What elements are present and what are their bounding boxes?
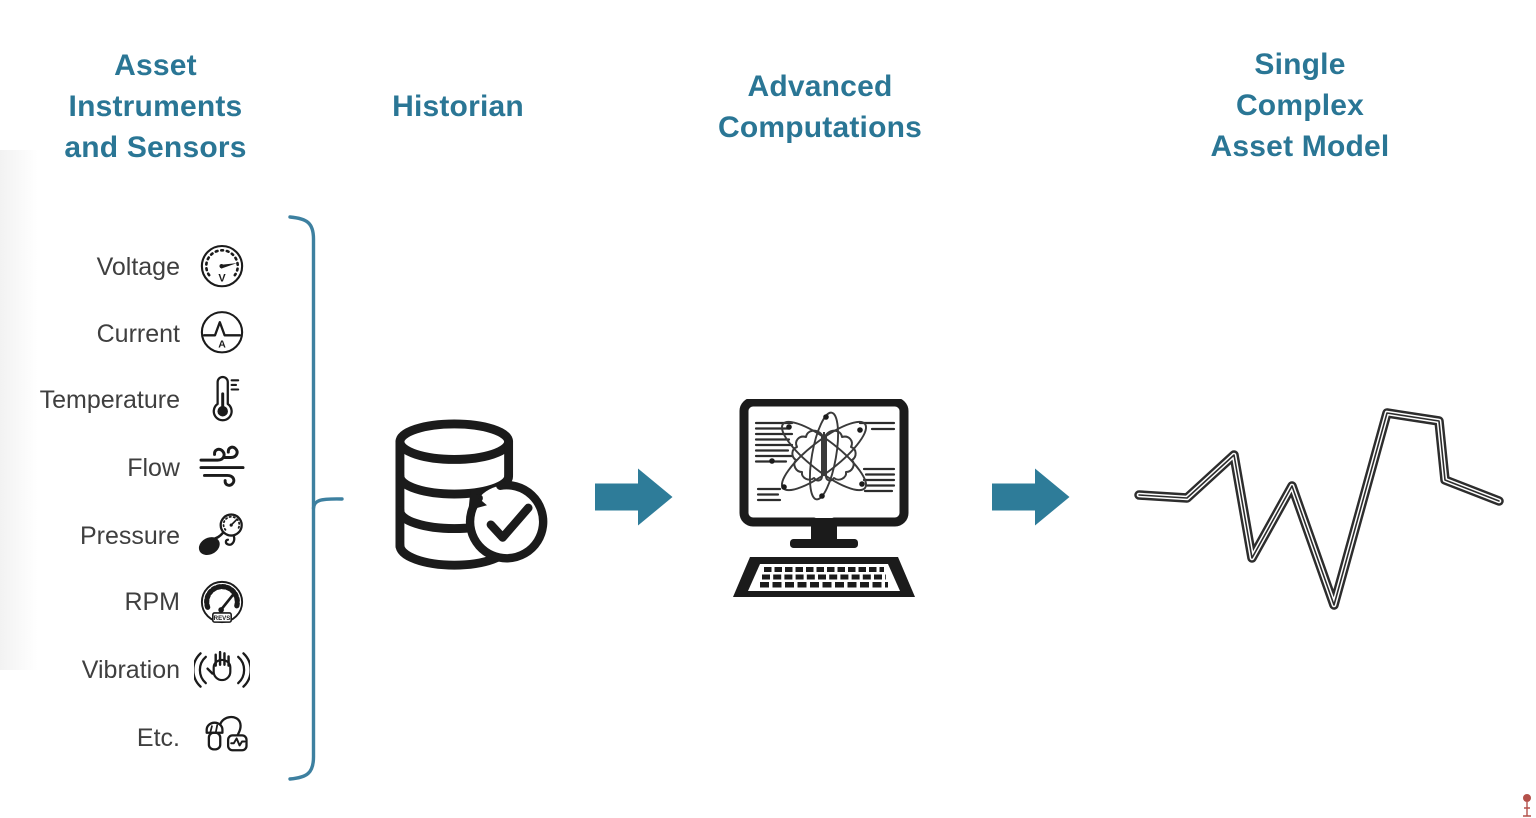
title-historian: Historian bbox=[392, 90, 524, 123]
rpm-gauge-label: REVS bbox=[214, 615, 231, 622]
sensor-label: Etc. bbox=[136, 723, 180, 752]
title-advanced-computations: Advanced Computations bbox=[717, 70, 923, 144]
sensor-label: Pressure bbox=[79, 521, 180, 550]
historian-database-icon bbox=[395, 419, 548, 570]
sensor-row-vibration: Vibration bbox=[14, 641, 250, 699]
voltage-unit-letter: V bbox=[218, 272, 226, 284]
sensor-row-voltage: Voltage V bbox=[14, 238, 250, 296]
title-single-complex-asset-model: Single Complex Asset Model bbox=[1210, 48, 1390, 163]
computer-ai-brain-icon bbox=[733, 399, 915, 597]
current-unit-letter: A bbox=[218, 339, 226, 351]
flow-arrow-right-icon bbox=[595, 468, 673, 526]
flow-wind-icon bbox=[199, 445, 245, 487]
current-meter-icon: A bbox=[200, 311, 244, 354]
flow-arrow-right-icon bbox=[992, 468, 1070, 526]
sensor-row-etc: Etc. bbox=[14, 709, 250, 767]
etc-sensor-probe-icon bbox=[205, 715, 248, 752]
voltage-gauge-icon: V bbox=[200, 244, 244, 288]
sensor-row-flow: Flow bbox=[14, 439, 250, 497]
sensor-label: Flow bbox=[127, 453, 180, 482]
sensor-label: Current bbox=[96, 319, 180, 348]
sensor-row-pressure: Pressure bbox=[14, 507, 250, 565]
sensor-row-rpm: RPM REVS bbox=[14, 573, 250, 631]
pressure-gauge-icon bbox=[198, 513, 243, 556]
asset-model-waveform bbox=[1134, 408, 1504, 610]
thermometer-icon bbox=[212, 375, 240, 422]
sensor-row-current: Current A bbox=[14, 305, 250, 363]
red-watermark-mark bbox=[1523, 794, 1531, 817]
sensor-row-temperature: Temperature bbox=[14, 371, 250, 429]
sensor-label: Temperature bbox=[39, 385, 180, 414]
rpm-gauge-icon: REVS bbox=[200, 580, 244, 624]
sensor-label: RPM bbox=[124, 587, 180, 616]
vibration-hand-icon bbox=[194, 650, 250, 688]
sensor-group-bracket bbox=[288, 215, 344, 781]
sensor-label: Voltage bbox=[96, 252, 180, 281]
title-asset-instruments-sensors: Asset Instruments and Sensors bbox=[64, 49, 247, 164]
sensor-label: Vibration bbox=[81, 655, 180, 684]
